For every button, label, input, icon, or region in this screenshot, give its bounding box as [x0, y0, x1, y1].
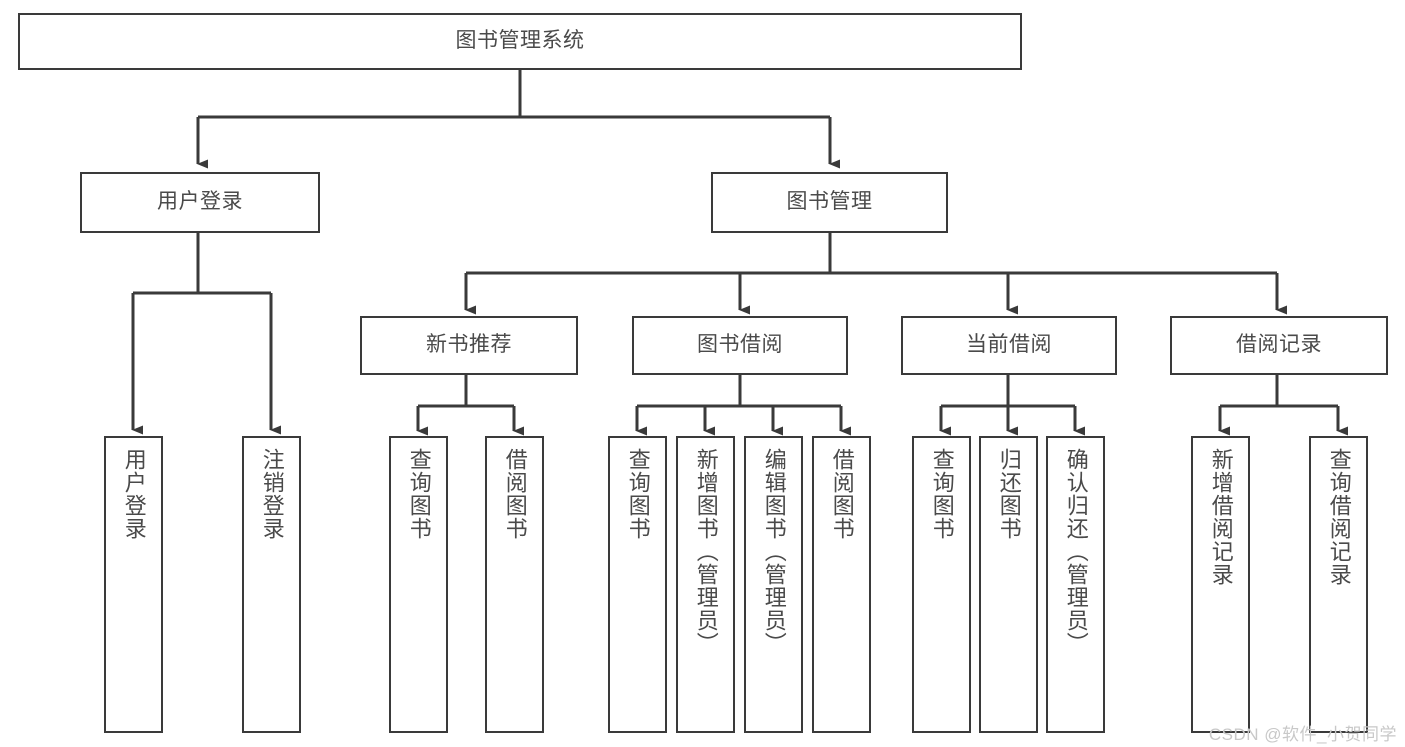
node-new-book-recommend-label: 新书推荐: [426, 333, 512, 357]
node-current-borrow-label: 当前借阅: [966, 333, 1052, 357]
node-book-manage-label: 图书管理: [786, 190, 873, 214]
node-leaf-confirm-return-admin[interactable]: 确认归还（管理员）: [1046, 436, 1105, 733]
node-leaf-query-book-current-label: 查询图书: [929, 448, 955, 540]
node-leaf-user-login[interactable]: 用户登录: [104, 436, 163, 733]
node-root-system-label: 图书管理系统: [455, 29, 585, 53]
node-leaf-query-book-recommend-label: 查询图书: [406, 448, 432, 540]
node-leaf-logout-label: 注销登录: [259, 448, 285, 540]
node-borrow-record[interactable]: 借阅记录: [1170, 316, 1388, 375]
node-leaf-borrow-book[interactable]: 借阅图书: [812, 436, 871, 733]
node-leaf-query-borrow-record[interactable]: 查询借阅记录: [1309, 436, 1368, 733]
node-leaf-add-borrow-record-label: 新增借阅记录: [1208, 448, 1234, 586]
node-leaf-confirm-return-admin-label: 确认归还（管理员）: [1063, 448, 1089, 655]
node-leaf-query-book-recommend[interactable]: 查询图书: [389, 436, 448, 733]
node-book-manage[interactable]: 图书管理: [711, 172, 948, 233]
node-leaf-user-login-label: 用户登录: [121, 448, 147, 540]
node-user-login-label: 用户登录: [157, 190, 243, 214]
node-leaf-query-borrow-record-label: 查询借阅记录: [1326, 448, 1352, 586]
node-book-borrow-label: 图书借阅: [697, 333, 783, 357]
node-leaf-borrow-book-label: 借阅图书: [829, 448, 855, 540]
node-leaf-edit-book-admin[interactable]: 编辑图书（管理员）: [744, 436, 803, 733]
node-book-borrow[interactable]: 图书借阅: [632, 316, 848, 375]
node-leaf-add-book-admin[interactable]: 新增图书（管理员）: [676, 436, 735, 733]
node-leaf-query-book-borrow[interactable]: 查询图书: [608, 436, 667, 733]
node-new-book-recommend[interactable]: 新书推荐: [360, 316, 578, 375]
node-leaf-return-book[interactable]: 归还图书: [979, 436, 1038, 733]
node-root-system[interactable]: 图书管理系统: [18, 13, 1022, 70]
node-leaf-edit-book-admin-label: 编辑图书（管理员）: [761, 448, 787, 655]
node-leaf-borrow-book-recommend[interactable]: 借阅图书: [485, 436, 544, 733]
node-leaf-logout[interactable]: 注销登录: [242, 436, 301, 733]
node-leaf-add-book-admin-label: 新增图书（管理员）: [693, 448, 719, 655]
node-current-borrow[interactable]: 当前借阅: [901, 316, 1117, 375]
node-leaf-add-borrow-record[interactable]: 新增借阅记录: [1191, 436, 1250, 733]
node-leaf-query-book-borrow-label: 查询图书: [625, 448, 651, 540]
node-leaf-query-book-current[interactable]: 查询图书: [912, 436, 971, 733]
node-user-login[interactable]: 用户登录: [80, 172, 320, 233]
node-leaf-borrow-book-recommend-label: 借阅图书: [502, 448, 528, 540]
node-leaf-return-book-label: 归还图书: [996, 448, 1022, 540]
node-borrow-record-label: 借阅记录: [1236, 333, 1322, 357]
